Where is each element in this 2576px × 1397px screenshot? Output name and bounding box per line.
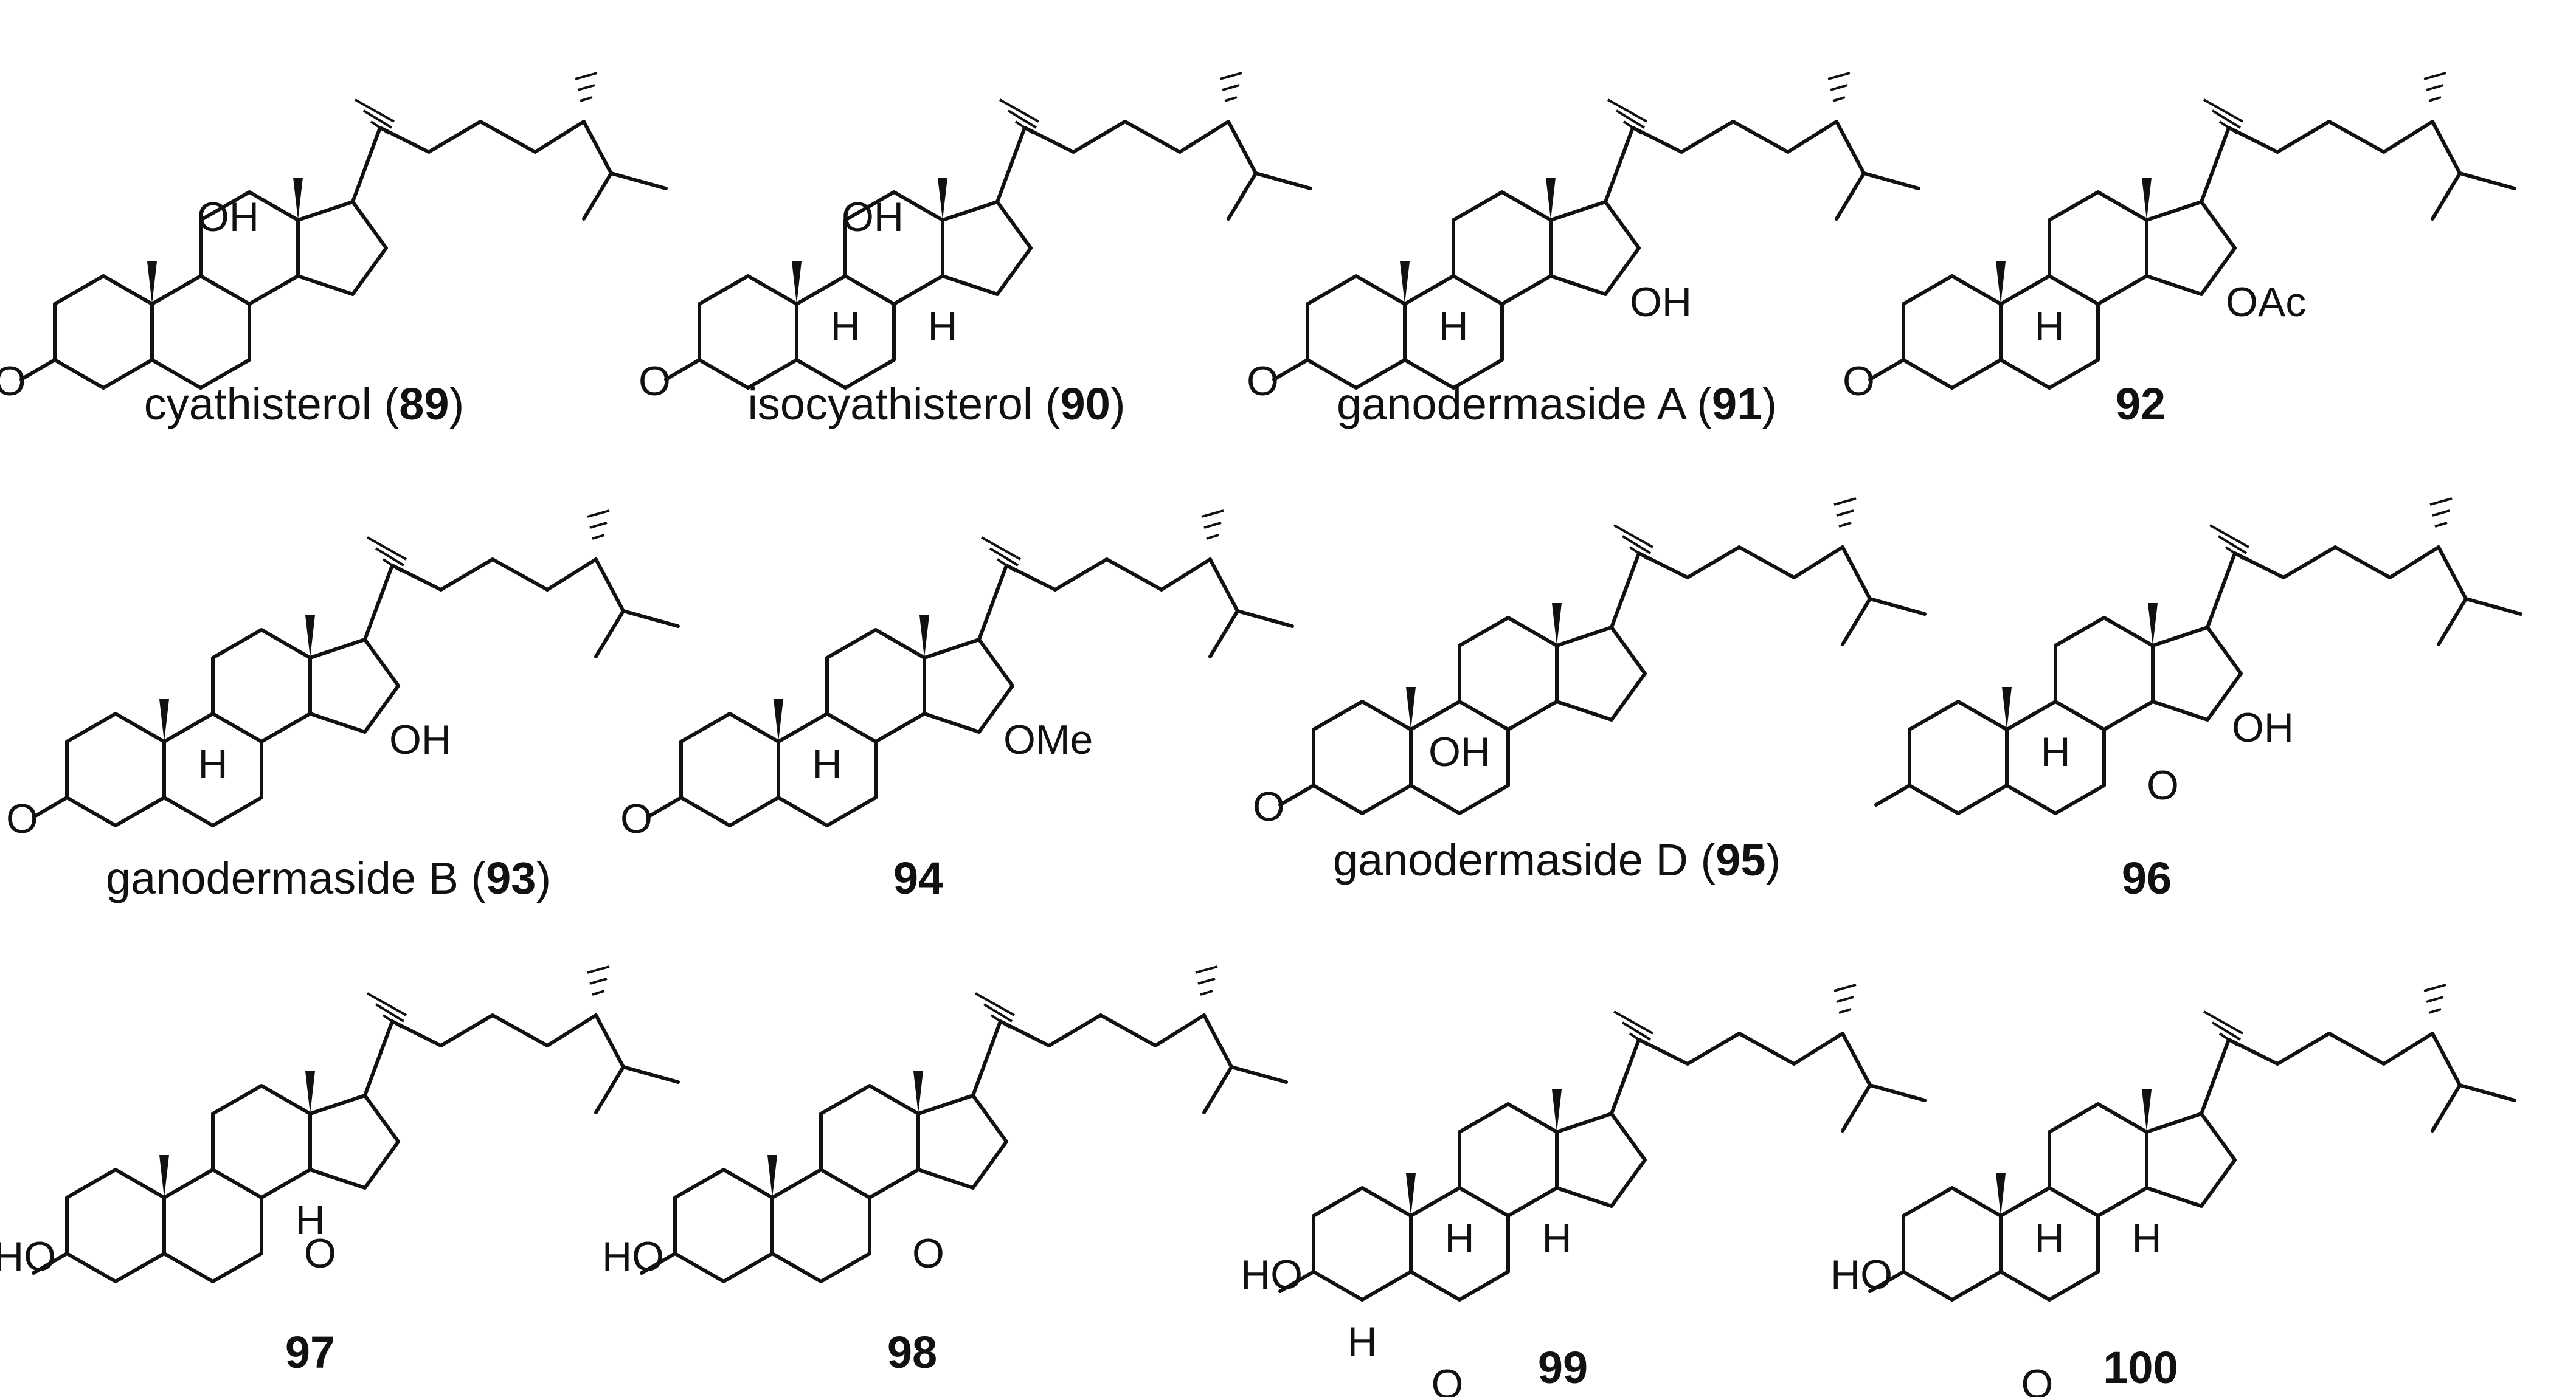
compound-labels: cyathisterol (89)isocyathisterol (90)gan… (106, 379, 2178, 1393)
compound-suffix: ) (1765, 835, 1781, 885)
compound-number: 90 (1061, 379, 1110, 429)
atom-label-sub15: OMe (1003, 717, 1093, 763)
atom-label-h9: H (812, 741, 842, 787)
compound-name: ganodermaside D ( (1333, 835, 1716, 885)
atom-label-sub15: OH (1630, 279, 1692, 325)
steroid-skeleton (1274, 73, 1919, 388)
compound-number: 91 (1712, 379, 1762, 429)
compound-number: 97 (285, 1327, 335, 1378)
atom-label-ho3: HO (1830, 1252, 1892, 1298)
steroid-skeleton (648, 511, 1292, 826)
atom-label-oxo6: O (1432, 1361, 1464, 1397)
molecule-96: H O OH (1876, 498, 2521, 813)
atom-label-h9: H (2040, 729, 2070, 775)
atom-label-sub15: OH (2232, 705, 2294, 751)
atom-label-h9: H (1438, 303, 1468, 350)
compound-number: 95 (1716, 835, 1765, 885)
atom-label-oxo: O (1843, 358, 1875, 404)
compound-suffix: ) (536, 853, 551, 903)
steroid-skeleton (666, 73, 1311, 388)
molecule-94: O H OMe (620, 511, 1292, 842)
compound-label-90: isocyathisterol (90) (747, 379, 1125, 429)
compound-number: 98 (887, 1327, 937, 1378)
atom-label-h9: H (2034, 1215, 2064, 1261)
atom-label-ho3: HO (1241, 1252, 1303, 1298)
compound-suffix: ) (449, 379, 465, 429)
compound-label-89: cyathisterol (89) (144, 379, 464, 429)
atom-label-sub15: OH (389, 717, 451, 763)
compound-name: isocyathisterol ( (747, 379, 1060, 429)
compound-label-93: ganodermaside B (93) (106, 853, 551, 903)
compound-label-91: ganodermaside A (91) (1337, 379, 1777, 429)
atom-label-oxo: O (6, 796, 38, 842)
atom-label-oxo: O (620, 796, 653, 842)
compound-number: 96 (2122, 853, 2172, 903)
steroid-skeleton (1280, 985, 1925, 1300)
compound-number: 100 (2103, 1342, 2178, 1393)
compound-name: ganodermaside A ( (1337, 379, 1712, 429)
compound-name: cyathisterol ( (144, 379, 400, 429)
compound-name: ganodermaside B ( (106, 853, 486, 903)
compound-label-94: 94 (893, 853, 943, 903)
atom-label-oh: OH (197, 194, 259, 240)
compound-label-100: 100 (2103, 1342, 2178, 1393)
steroid-skeleton (1870, 73, 2515, 388)
atom-label-h5: H (1347, 1319, 1377, 1365)
compound-suffix: ) (1762, 379, 1777, 429)
atom-label-oxo7: O (912, 1230, 944, 1277)
atom-label-h14: H (2131, 1215, 2161, 1261)
compound-label-96: 96 (2122, 853, 2172, 903)
atom-label-ho3: HO (0, 1233, 56, 1280)
compound-label-95: ganodermaside D (95) (1333, 835, 1781, 885)
compound-suffix: ) (1110, 379, 1126, 429)
atom-label-ho3: HO (602, 1233, 664, 1280)
compound-label-99: 99 (1538, 1342, 1588, 1393)
atom-label-h14: H (927, 303, 957, 350)
atom-label-oh9: OH (1428, 729, 1491, 775)
atom-label-oxo: O (1247, 358, 1279, 404)
atom-label-oxo7: O (2147, 762, 2179, 809)
compound-label-97: 97 (285, 1327, 335, 1378)
atom-label-h9: H (198, 741, 227, 787)
atom-label-oxo: O (1253, 784, 1285, 830)
steroid-skeleton (21, 73, 666, 388)
atom-label-sub15: OAc (2226, 279, 2306, 325)
steroid-skeleton (1876, 498, 2521, 813)
atom-label-h9: H (1444, 1215, 1474, 1261)
atom-label-h9: H (830, 303, 860, 350)
atom-label-oxo7: O (304, 1230, 336, 1277)
molecule-97: HO OH (0, 967, 678, 1281)
compound-number: 94 (893, 853, 943, 903)
atom-label-h9: H (2034, 303, 2064, 350)
molecule-92: O H OAc (1843, 73, 2515, 404)
compound-number: 89 (399, 379, 449, 429)
atom-label-h14: H (295, 1197, 325, 1243)
compound-number: 92 (2116, 379, 2166, 429)
steroid-skeleton (33, 967, 678, 1281)
atom-label-oh: OH (842, 194, 904, 240)
compound-number: 93 (486, 853, 536, 903)
steroid-skeleton (33, 511, 678, 826)
steroid-skeleton (642, 967, 1286, 1281)
steroid-skeleton (1870, 985, 2515, 1300)
compound-label-98: 98 (887, 1327, 937, 1378)
steroid-skeleton (1280, 498, 1925, 813)
atom-label-oxo: O (639, 358, 671, 404)
atom-label-oxo: O (0, 358, 26, 404)
molecule-90: O OH H H (639, 73, 1311, 404)
molecule-98: HO O (602, 967, 1286, 1281)
compound-number: 99 (1538, 1342, 1588, 1393)
atom-label-h14: H (1542, 1215, 1571, 1261)
molecule-95: O OH (1253, 498, 1925, 830)
atom-label-oxo6: O (2021, 1361, 2054, 1397)
compound-label-92: 92 (2116, 379, 2166, 429)
molecule-89: O OH (0, 73, 666, 404)
